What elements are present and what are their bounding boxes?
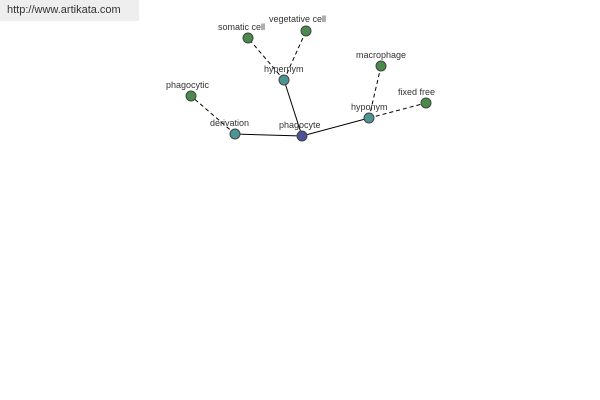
edge-phagocyte-hypernym — [283, 79, 303, 137]
node-label-phagocytic[interactable]: phagocytic — [166, 80, 210, 90]
node-hyponym[interactable] — [363, 112, 375, 124]
edge-hyponym-fixed-free — [368, 102, 427, 119]
edge-hypernym-vegetative-cell — [283, 30, 307, 81]
node-hypernym[interactable] — [278, 74, 290, 86]
node-label-somatic-cell[interactable]: somatic cell — [218, 22, 265, 32]
edge-hyponym-macrophage — [368, 65, 382, 119]
edge-phagocyte-derivation — [234, 133, 303, 137]
node-macrophage[interactable] — [375, 60, 387, 72]
node-fixed-free[interactable] — [420, 97, 432, 109]
node-label-hyponym[interactable]: hyponym — [351, 102, 388, 112]
nodes-layer — [185, 25, 432, 142]
node-vegetative-cell[interactable] — [300, 25, 312, 37]
site-url-link[interactable]: http://www.artikata.com — [0, 0, 139, 21]
node-derivation[interactable] — [229, 128, 241, 140]
edge-hypernym-somatic-cell — [247, 37, 285, 81]
node-label-derivation[interactable]: derivation — [210, 118, 249, 128]
edge-phagocyte-hyponym — [301, 117, 370, 137]
node-label-macrophage[interactable]: macrophage — [356, 50, 406, 60]
node-label-phagocyte[interactable]: phagocyte — [279, 120, 321, 130]
node-somatic-cell[interactable] — [242, 32, 254, 44]
node-label-fixed-free[interactable]: fixed free — [398, 87, 435, 97]
edge-derivation-phagocytic — [190, 95, 236, 135]
node-label-vegetative-cell[interactable]: vegetative cell — [269, 14, 326, 24]
node-phagocytic[interactable] — [185, 90, 197, 102]
edges-layer — [190, 30, 427, 137]
node-label-hypernym[interactable]: hypernym — [264, 64, 304, 74]
node-phagocyte[interactable] — [296, 130, 308, 142]
labels-layer: phagocyte hypernym derivation hyponym somati… — [166, 14, 435, 130]
